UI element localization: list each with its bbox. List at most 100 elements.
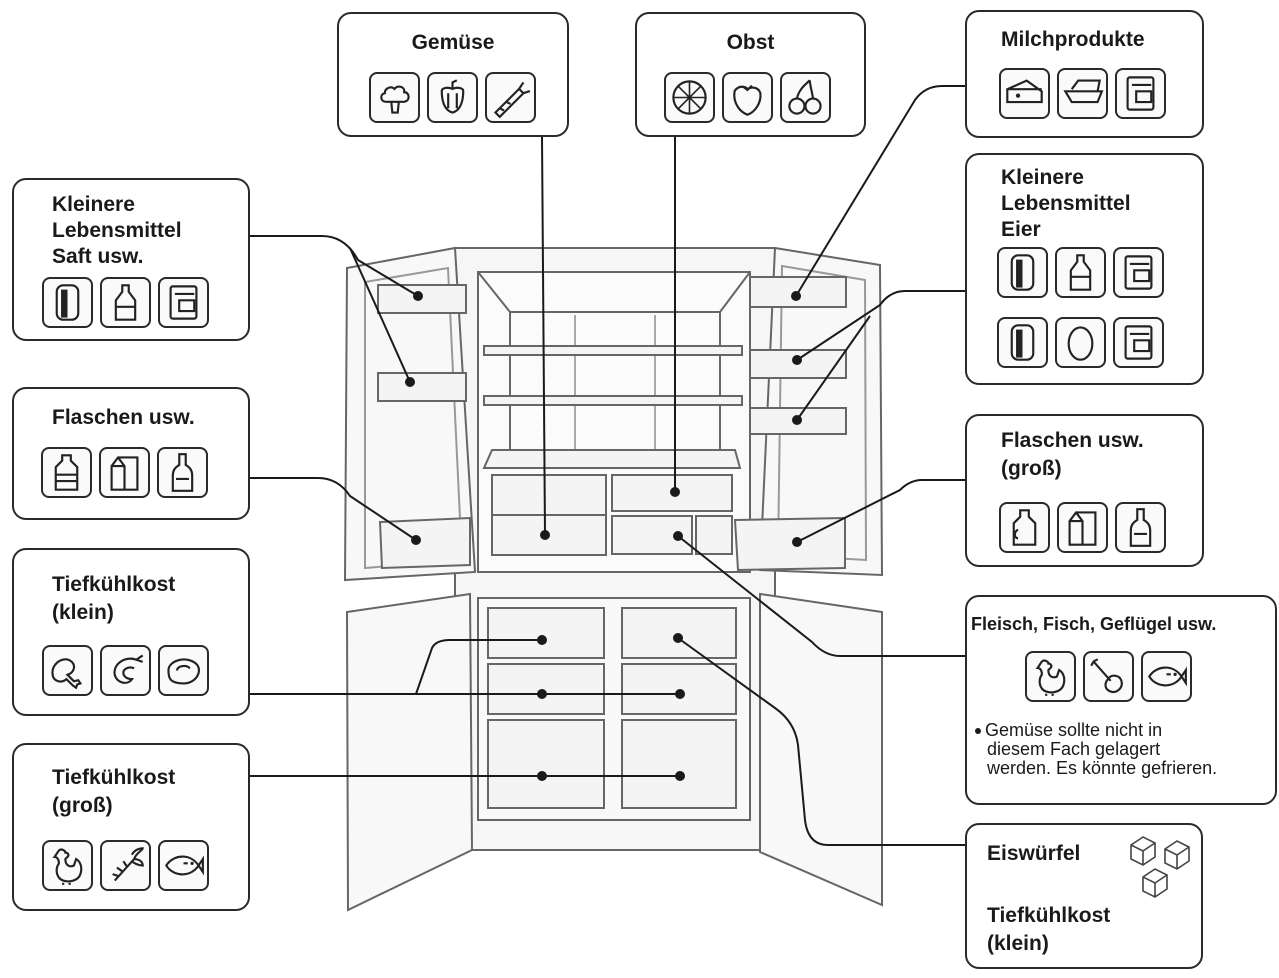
- marker-dot: [673, 633, 683, 643]
- leader-line-fleisch: [677, 535, 965, 657]
- note-line-3: werden. Es könnte gefrieren.: [987, 758, 1218, 778]
- left-door: [343, 246, 477, 582]
- callout-tiefkuehl-gross: Tiefkühlkost (groß): [12, 743, 250, 911]
- cherry-icon: [780, 72, 831, 123]
- label-tiefkuehl-klein-1: Tiefkühlkost: [52, 573, 176, 596]
- freezer-drawer: [621, 719, 737, 809]
- fridge-shelf: [482, 449, 742, 469]
- marker-dot: [411, 535, 421, 545]
- marker-dot: [405, 377, 415, 387]
- butter-icon: [1057, 68, 1108, 119]
- orange-slice-icon: [664, 72, 715, 123]
- label-fleisch: Fleisch, Fisch, Geflügel usw.: [971, 614, 1217, 634]
- milk-carton-icon: [99, 447, 150, 498]
- jug-icon: [999, 502, 1050, 553]
- label-tiefkuehl-gross-1: Tiefkühlkost: [52, 766, 176, 789]
- callout-gemuese: Gemüse: [337, 12, 569, 137]
- carrot-icon: [485, 72, 536, 123]
- freezer-drawer: [621, 663, 737, 715]
- freezer-drawer: [621, 607, 737, 659]
- label-flaschen-right-2: (groß): [1001, 457, 1062, 480]
- label-kleinere-eier-1: Kleinere: [1001, 166, 1084, 189]
- marker-dot: [791, 291, 801, 301]
- callout-flaschen-right: Flaschen usw. (groß): [965, 414, 1204, 567]
- callout-tiefkuehl-klein: Tiefkühlkost (klein): [12, 548, 250, 716]
- sauce-bottle-icon: [1055, 247, 1106, 298]
- marker-dot: [675, 689, 685, 699]
- marker-dot: [792, 537, 802, 547]
- door-shelf: [377, 372, 467, 402]
- can-icon: [42, 277, 93, 328]
- fish-icon: [1141, 651, 1192, 702]
- chicken-leg-icon: [42, 645, 93, 696]
- container-icon: [1115, 68, 1166, 119]
- can-icon: [997, 317, 1048, 368]
- marker-dot: [537, 771, 547, 781]
- marker-dot: [540, 530, 550, 540]
- leader-line-eier: [796, 290, 965, 361]
- label-tiefkuehl-eis-1: Tiefkühlkost: [987, 904, 1111, 927]
- label-kleinere-saft-1: Kleinere: [52, 193, 135, 216]
- egg-icon: [1055, 317, 1106, 368]
- drumstick-icon: [1083, 651, 1134, 702]
- sauce-bottle-icon: [100, 277, 151, 328]
- label-flaschen-right-1: Flaschen usw.: [1001, 429, 1144, 452]
- label-milchprodukte: Milchprodukte: [1001, 28, 1145, 51]
- fridge-shelf: [483, 395, 743, 406]
- milk-carton-icon: [1057, 502, 1108, 553]
- marker-dot: [792, 355, 802, 365]
- label-kleinere-saft-3: Saft usw.: [52, 245, 144, 268]
- label-eiswuerfel: Eiswürfel: [987, 842, 1081, 865]
- freezer-right-door: [759, 592, 883, 907]
- label-kleinere-saft-2: Lebensmittel: [52, 219, 182, 242]
- broccoli-icon: [369, 72, 420, 123]
- marker-dot: [675, 771, 685, 781]
- label-flaschen-left: Flaschen usw.: [52, 406, 195, 429]
- ice-drawer: [695, 515, 733, 555]
- leader-line-eis: [677, 637, 965, 846]
- leader-line-saft: [250, 235, 419, 297]
- marker-dot: [413, 291, 423, 301]
- water-bottle-icon: [41, 447, 92, 498]
- label-kleinere-eier-2: Lebensmittel: [1001, 192, 1131, 215]
- cheese-icon: [999, 68, 1050, 119]
- vegetable-drawer: [491, 474, 607, 516]
- leader-line-gemuese: [541, 136, 546, 536]
- callout-flaschen-left: Flaschen usw.: [12, 387, 250, 520]
- pepper-icon: [427, 72, 478, 123]
- callout-kleinere-eier: Kleinere Lebensmittel Eier: [965, 153, 1204, 385]
- leader-line-saft: [349, 247, 411, 383]
- rooster-icon: [1025, 651, 1076, 702]
- note-line-2: diesem Fach gelagert: [987, 739, 1161, 759]
- note-line-1: Gemüse sollte nicht in: [985, 720, 1163, 740]
- leader-line-tiefkuehl-klein: [415, 639, 542, 695]
- wine-bottle-icon: [1115, 502, 1166, 553]
- marker-dot: [673, 531, 683, 541]
- rooster-icon: [42, 840, 93, 891]
- label-tiefkuehl-eis-2: (klein): [987, 932, 1049, 955]
- callout-fleisch: Fleisch, Fisch, Geflügel usw. Gemüse sol…: [965, 595, 1277, 805]
- freezer-drawer: [487, 719, 605, 809]
- label-gemuese: Gemüse: [411, 31, 495, 54]
- ice-cubes-icon: [1130, 836, 1190, 898]
- callout-eiswuerfel: Eiswürfel Tiefkühlkost (klein): [965, 823, 1203, 969]
- freezer-drawer: [487, 607, 605, 659]
- leader-line-eier: [796, 315, 871, 421]
- fridge-shelf: [483, 345, 743, 356]
- label-kleinere-eier-3: Eier: [1001, 218, 1041, 241]
- label-tiefkuehl-gross-2: (groß): [52, 794, 113, 817]
- freezer-left-door: [345, 592, 474, 912]
- label-obst: Obst: [726, 31, 775, 54]
- strawberry-icon: [722, 72, 773, 123]
- fish-icon: [158, 840, 209, 891]
- callout-milchprodukte: Milchprodukte: [965, 10, 1204, 138]
- marker-dot: [792, 415, 802, 425]
- container-icon: [158, 277, 209, 328]
- marker-dot: [670, 487, 680, 497]
- marker-dot: [537, 635, 547, 645]
- can-icon: [997, 247, 1048, 298]
- container-icon: [1113, 247, 1164, 298]
- container-icon: [1113, 317, 1164, 368]
- fish-steak-icon: [158, 645, 209, 696]
